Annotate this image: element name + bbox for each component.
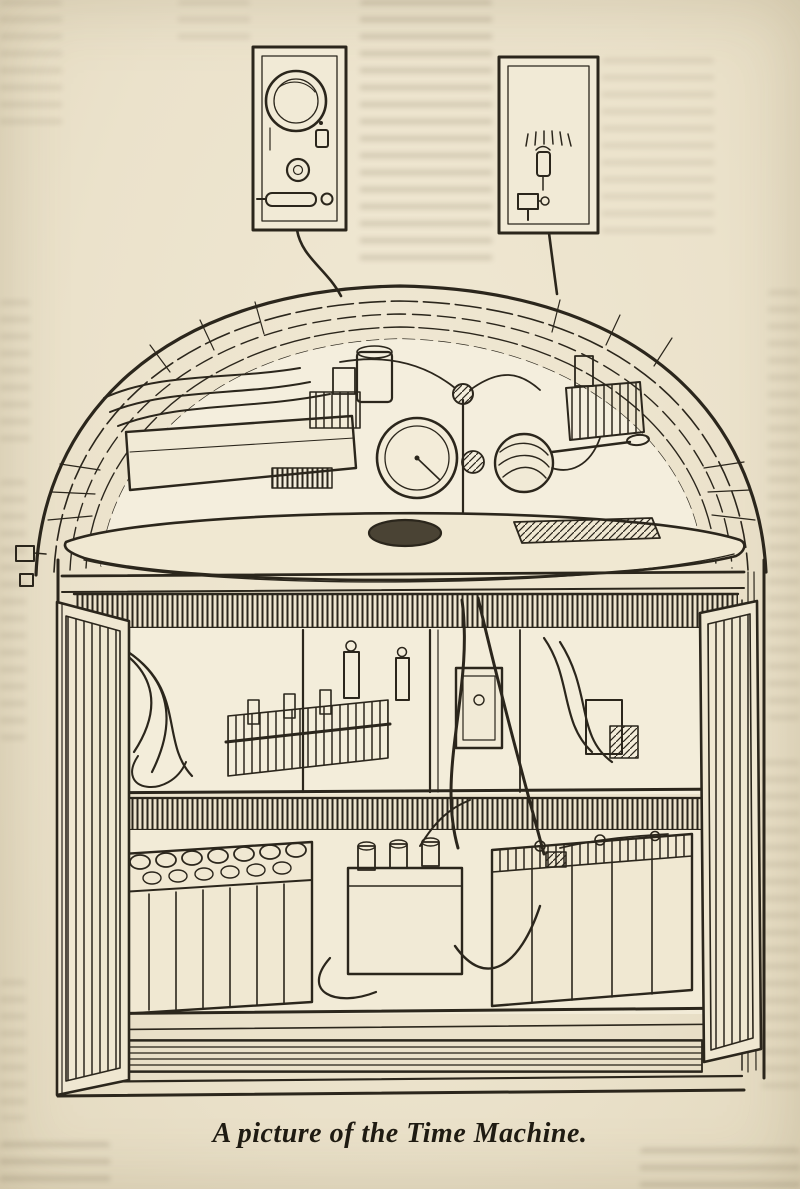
- wire: [542, 636, 594, 754]
- wire: [131, 755, 187, 788]
- right-door: [698, 599, 763, 1064]
- left-door: [55, 600, 131, 1097]
- small-dial: [285, 157, 311, 183]
- wire: [126, 650, 194, 778]
- right-chassis-box: [565, 381, 645, 441]
- top-deck-components: [103, 345, 650, 524]
- vent-band-upper: [72, 592, 740, 630]
- vacuum-tube: [395, 657, 410, 701]
- vacuum-tube: [343, 651, 360, 699]
- cable: [453, 904, 542, 970]
- middle-compartment: [70, 628, 742, 795]
- cable: [476, 596, 546, 856]
- cable: [419, 799, 471, 847]
- door-hinges: [15, 545, 47, 587]
- cord-right: [547, 231, 559, 296]
- hatched-block: [309, 391, 361, 429]
- cable: [449, 598, 466, 850]
- wire: [117, 393, 331, 427]
- dial-knob: [264, 69, 328, 133]
- wire: [103, 367, 301, 399]
- figure-caption: A picture of the Time Machine.: [212, 1118, 588, 1149]
- cable: [317, 956, 378, 1000]
- left-control-box: [251, 45, 348, 232]
- small-knob: [461, 450, 485, 474]
- vent-band-lower: [72, 796, 740, 832]
- tube-rack: [227, 699, 389, 777]
- deck-oval-hole: [367, 518, 443, 548]
- deck-slot: [513, 517, 661, 544]
- ball-component: [493, 432, 555, 494]
- switch: [315, 129, 329, 148]
- cord-left: [295, 228, 343, 298]
- relay-box: [454, 666, 504, 750]
- wire: [109, 381, 311, 413]
- table-deck: [60, 511, 746, 593]
- cylinder-component: [355, 350, 394, 404]
- lever-rod: [550, 440, 632, 454]
- right-control-box: [497, 55, 600, 235]
- hatched-label: [271, 467, 333, 489]
- battery-center: [346, 866, 464, 976]
- battery-compartment: [74, 596, 738, 1016]
- wire: [558, 640, 614, 764]
